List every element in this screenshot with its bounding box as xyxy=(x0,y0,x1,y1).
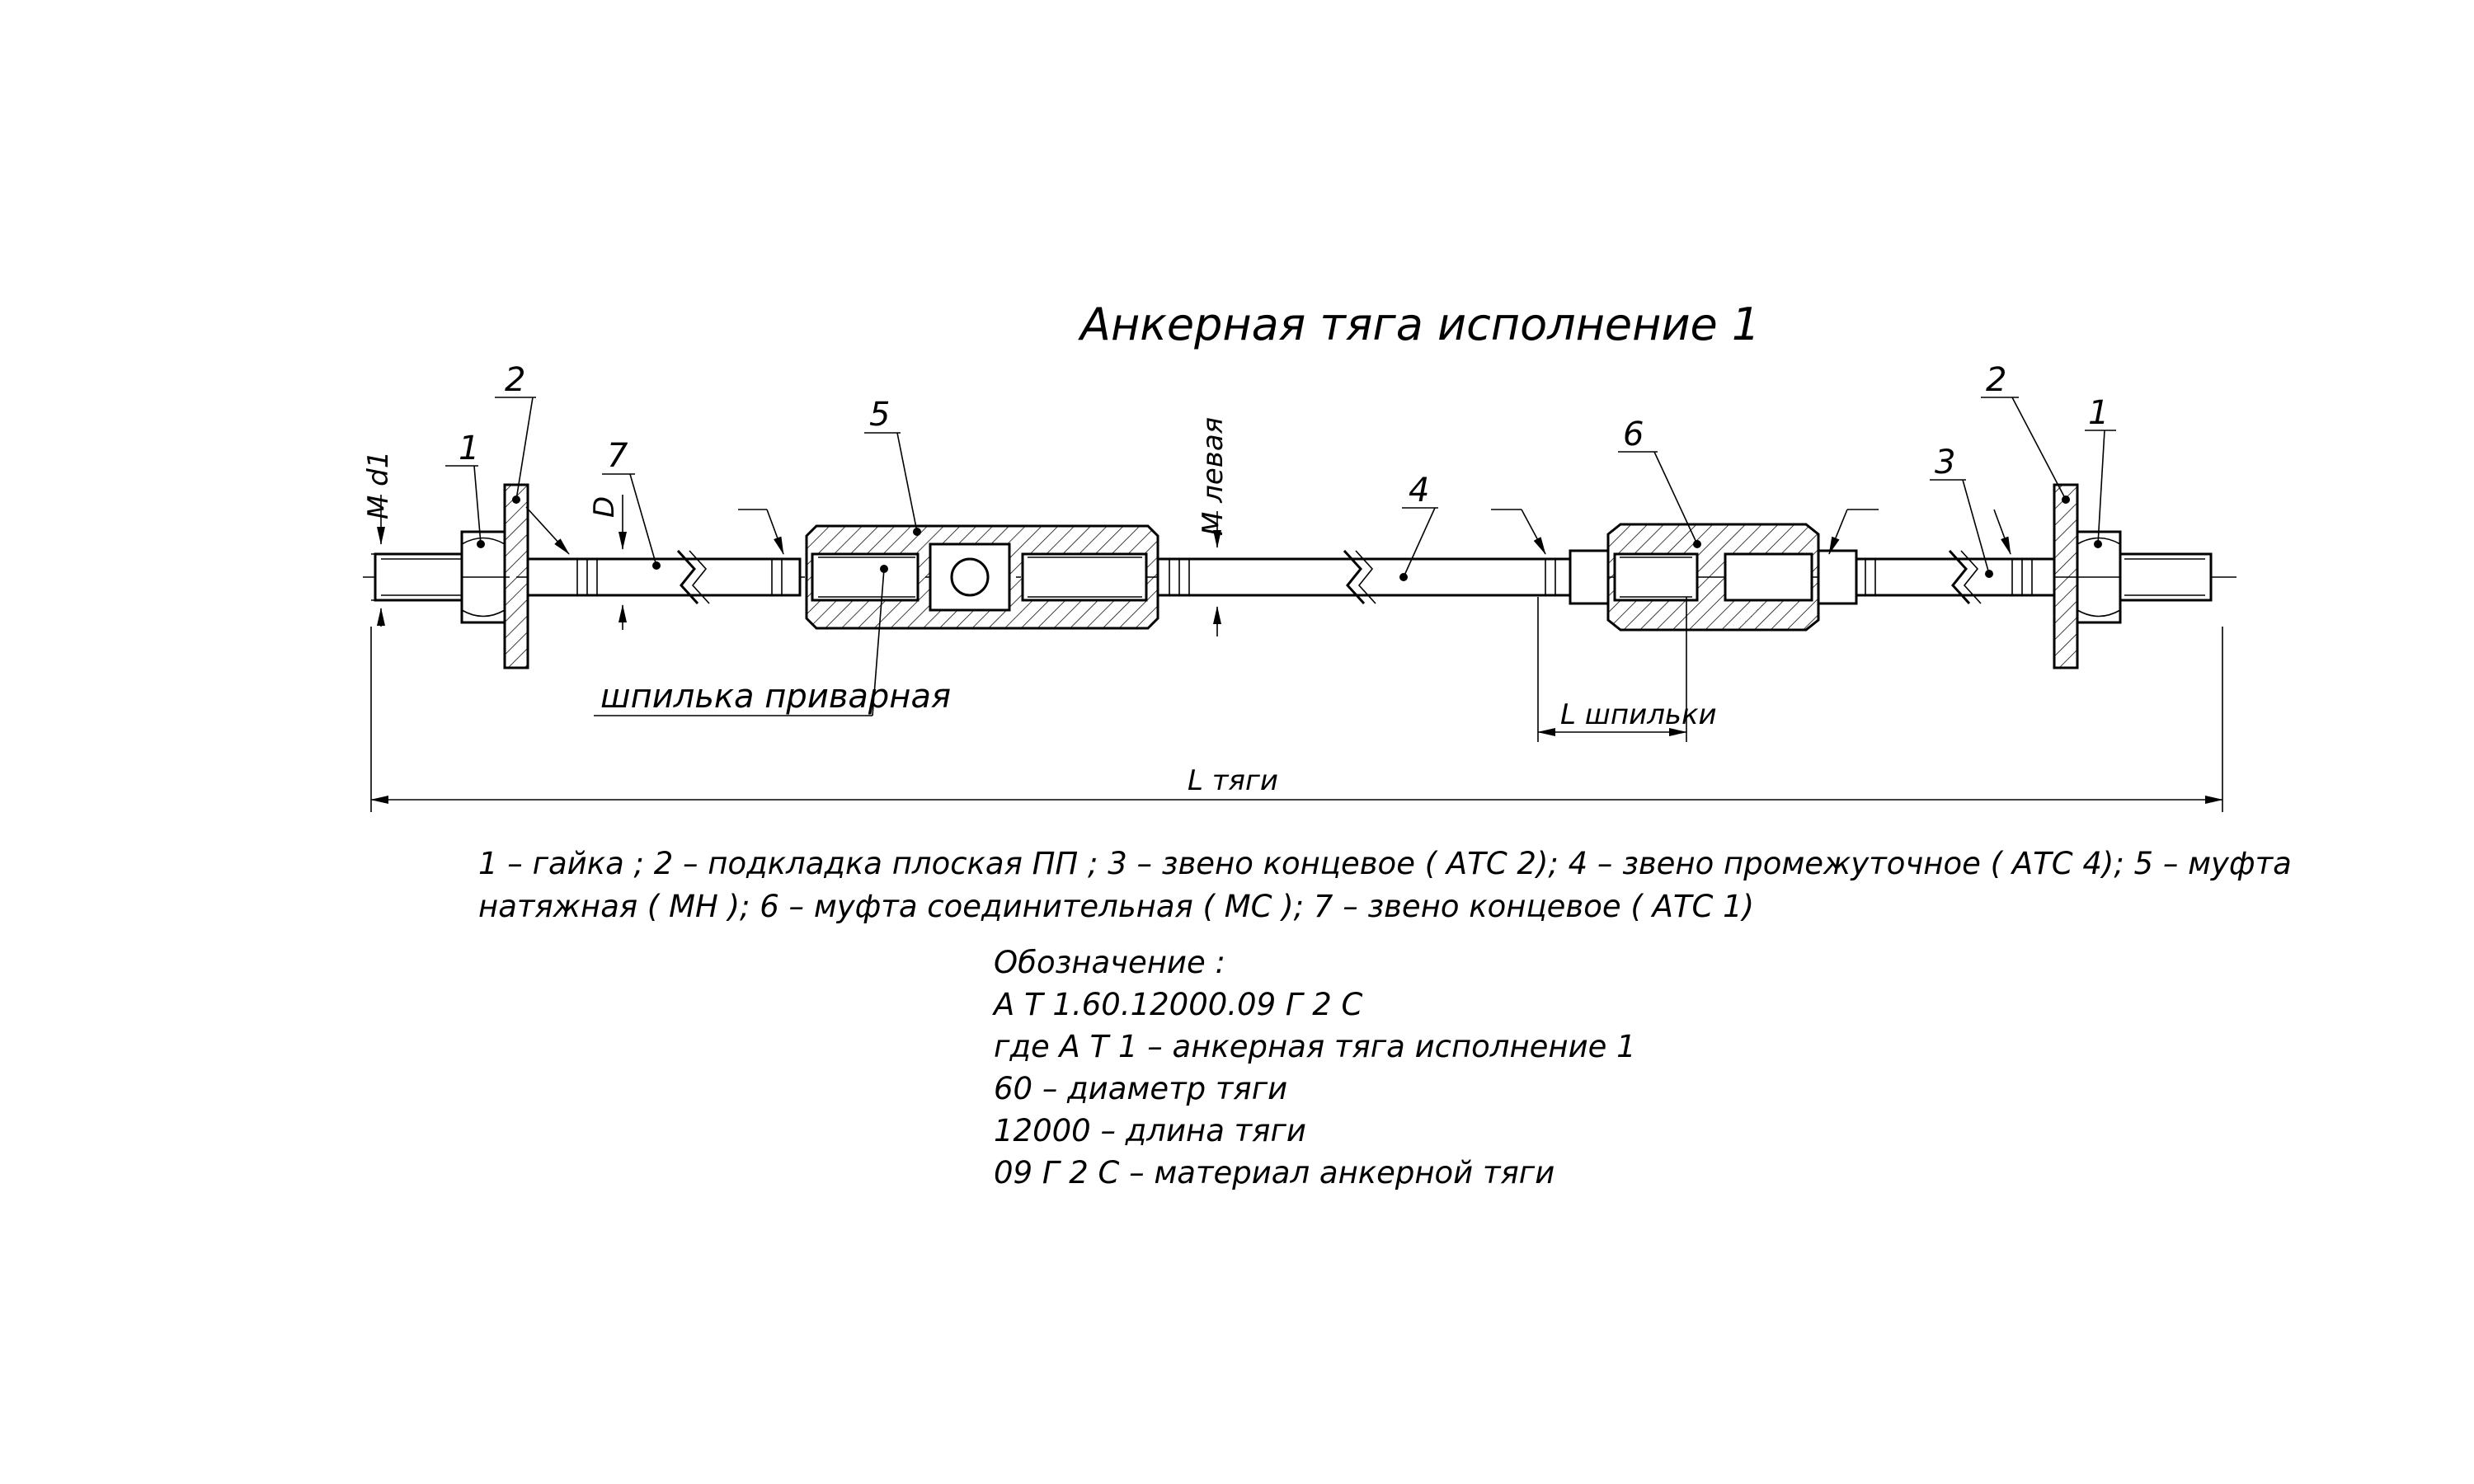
callout-3: 3 xyxy=(1935,444,1955,481)
callout-5: 5 xyxy=(869,396,890,434)
coupling-sleeve xyxy=(1569,523,1858,632)
middle-thread-marks xyxy=(1169,559,1556,595)
right-threaded-end xyxy=(2119,552,2213,602)
callout-1-left: 1 xyxy=(459,430,479,467)
dim-l-stud: L шпильки xyxy=(1560,698,1717,731)
dim-d: D xyxy=(588,496,621,518)
legend: 1 – гайка ; 2 – подкладка плоская ПП ; 3… xyxy=(478,846,2292,924)
designation-diameter: 60 – диаметр тяги xyxy=(994,1071,1287,1106)
callout-2-right: 2 xyxy=(1986,361,2006,399)
legend-line-1: 1 – гайка ; 2 – подкладка плоская ПП ; 3… xyxy=(478,846,2292,881)
callout-4: 4 xyxy=(1409,472,1429,510)
right-break-mark xyxy=(1948,549,1971,605)
callout-2-left: 2 xyxy=(505,361,525,399)
left-thread-marks xyxy=(576,559,783,595)
left-washer xyxy=(503,483,529,669)
callout-6: 6 xyxy=(1623,416,1644,453)
dim-l-rod: L тяги xyxy=(1188,764,1278,797)
designation-code: А Т 1.60.12000.09 Г 2 С xyxy=(992,987,1363,1022)
callout-1-right: 1 xyxy=(2088,394,2109,432)
intermediate-link-atc4 xyxy=(1156,557,1572,597)
right-washer xyxy=(2053,483,2079,669)
welded-stud-label: шпилька приварная xyxy=(600,678,951,716)
left-threaded-end xyxy=(374,552,468,602)
end-link-atc1 xyxy=(526,557,802,597)
dimensions: M d1 D M левая L шпильки L тяги xyxy=(362,417,2223,812)
tension-sleeve xyxy=(805,524,1159,630)
designation-heading: Обозначение : xyxy=(994,945,1225,980)
dim-m-left: M левая xyxy=(1197,417,1230,536)
callout-7: 7 xyxy=(607,437,628,475)
designation-length: 12000 – длина тяги xyxy=(994,1113,1306,1148)
designation-block: Обозначение : А Т 1.60.12000.09 Г 2 С гд… xyxy=(992,945,1636,1190)
legend-line-2: натяжная ( МН ); 6 – муфта соединительна… xyxy=(478,889,1754,924)
designation-where: где А Т 1 – анкерная тяга исполнение 1 xyxy=(994,1029,1636,1064)
rod-assembly xyxy=(363,483,2243,669)
dim-md1: M d1 xyxy=(362,451,395,519)
right-thread-marks xyxy=(1865,559,2033,595)
left-break-mark xyxy=(676,549,699,605)
callouts: 1 2 7 5 4 6 3 2 xyxy=(445,361,2116,716)
drawing-title: Анкерная тяга исполнение 1 xyxy=(1078,298,1760,350)
designation-material: 09 Г 2 С – материал анкерной тяги xyxy=(994,1155,1554,1190)
middle-break-mark xyxy=(1343,549,1366,605)
